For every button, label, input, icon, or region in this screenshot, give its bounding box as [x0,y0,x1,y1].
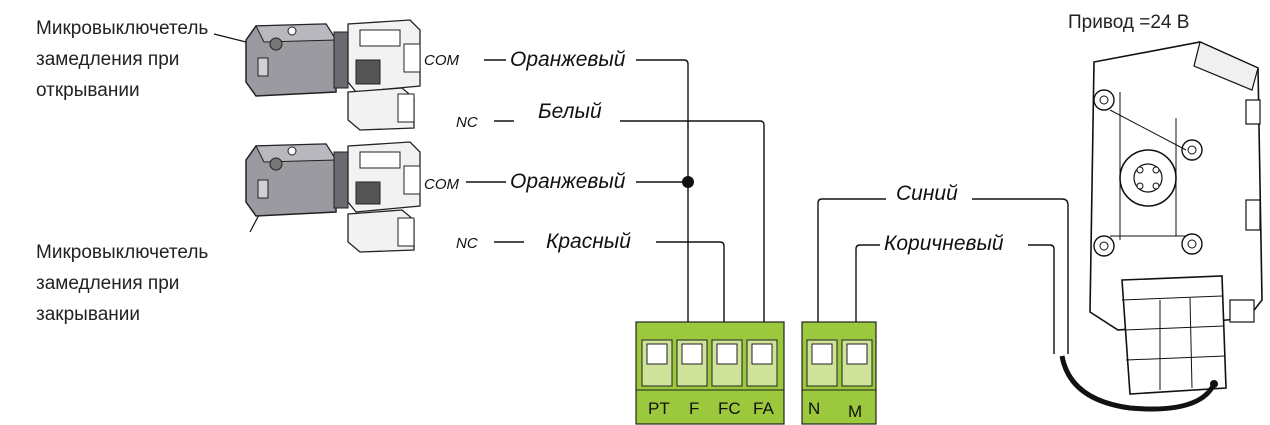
terminal-fc [711,339,743,387]
terminal-m [841,339,873,387]
caption-switch-open-line-1: Микровыключетель [36,18,208,39]
wire-blue [812,198,886,340]
caption-switch-close-line-1: Микровыключетель [36,242,208,263]
terminal-n [806,339,838,387]
pin-top-com: COM [424,52,460,69]
terminal-label-fa: FA [753,399,774,418]
terminal-label-pt: PT [648,399,670,418]
wire-label-brown: Коричневый [884,232,1004,255]
terminal-label-n: N [808,399,820,418]
wire-brown-right [1028,244,1055,354]
micro-switch-open [245,19,421,131]
caption-switch-open-line-2: замедления при [36,49,179,70]
wire-white [620,120,770,340]
wire-blue-right [972,198,1069,354]
wire-label-orange-top: Оранжевый [510,48,626,71]
terminal-block-limit: PT F FC FA [635,321,785,425]
terminal-block-motor: N M [801,321,877,425]
micro-switch-close [245,141,421,253]
wire-label-white: Белый [538,100,602,123]
wire-brown [850,244,880,340]
caption-switch-open-line-3: открывании [36,80,140,101]
terminal-label-f: F [689,399,699,418]
terminal-f [676,339,708,387]
wire-label-blue: Синий [896,182,958,205]
wire-label-red: Красный [546,230,631,253]
wire-orange-top [636,59,694,340]
wire-junction [682,176,694,188]
pin-top-nc: NC [456,114,478,131]
caption-drive: Привод =24 В [1068,12,1189,33]
caption-switch-close-line-3: закрывании [36,304,140,325]
wire-label-orange-bottom: Оранжевый [510,170,626,193]
terminal-label-m: M [848,402,862,421]
pin-bottom-com: COM [424,176,460,193]
caption-switch-close-line-2: замедления при [36,273,179,294]
wire-red [656,241,730,340]
terminal-label-fc: FC [718,399,741,418]
pin-bottom-nc: NC [456,235,478,252]
terminal-fa [746,339,778,387]
drive-motor [1059,41,1263,412]
terminal-pt [641,339,673,387]
